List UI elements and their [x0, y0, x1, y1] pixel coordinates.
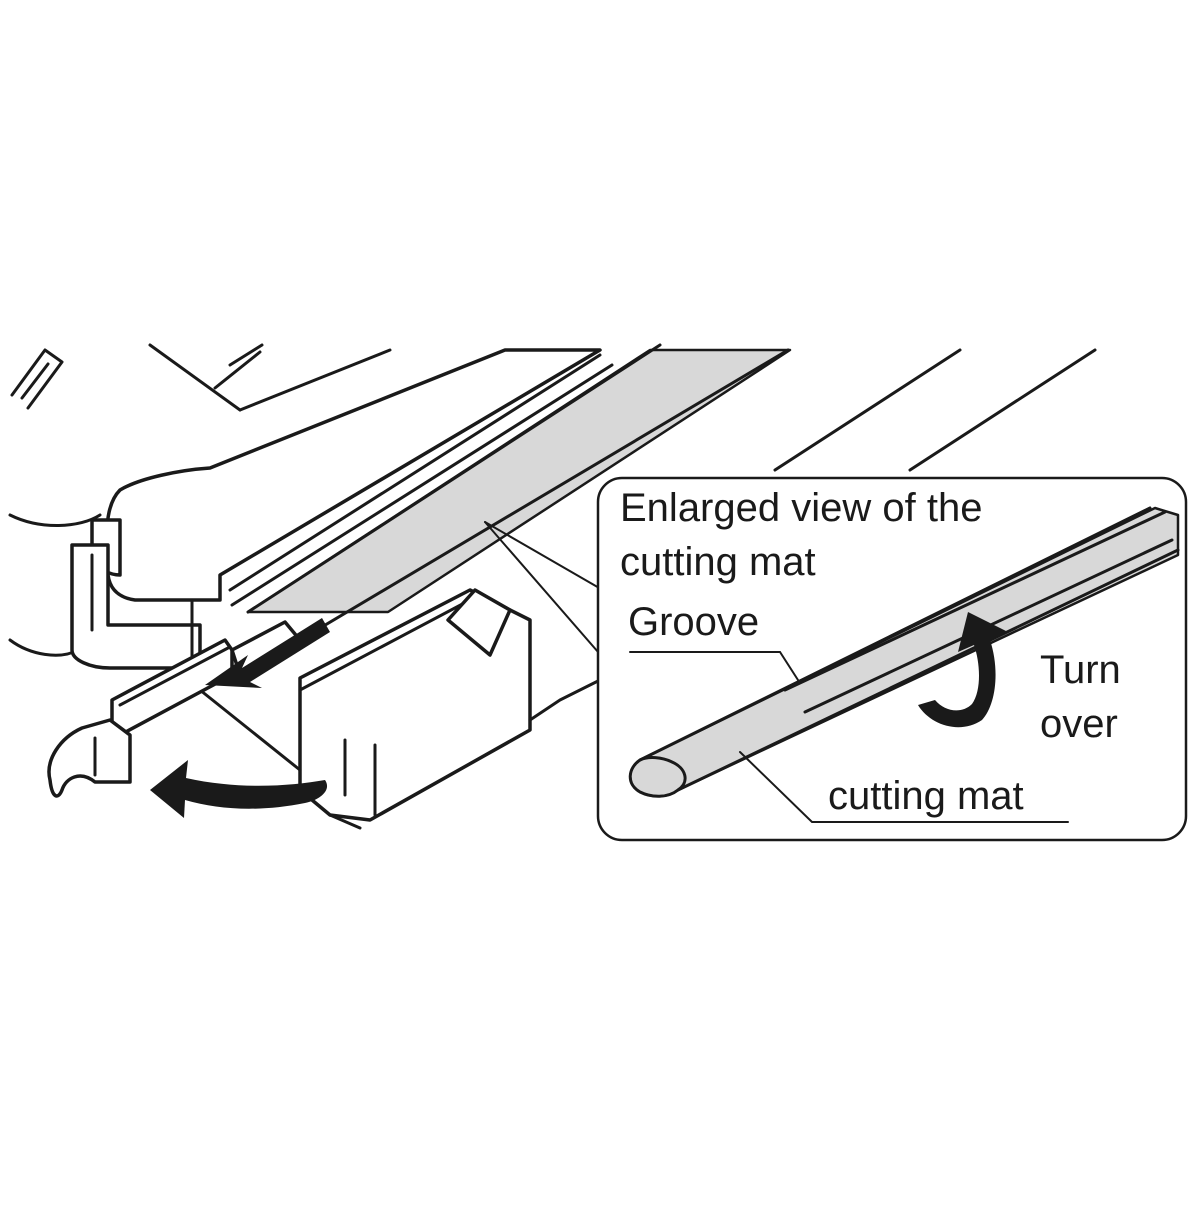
rotate-icon [918, 612, 1008, 728]
turn-over-label-line1: Turn [1040, 648, 1121, 692]
arrow-left-icon [205, 618, 330, 688]
groove-label: Groove [628, 600, 760, 644]
cutting-mat-label: cutting mat [828, 774, 1024, 818]
callout-title-line2: cutting mat [620, 540, 816, 584]
turn-over-label-line2: over [1040, 702, 1118, 746]
machine-body [8, 343, 1097, 657]
enlarged-cutting-mat [628, 506, 1180, 823]
cutter-rail [70, 343, 792, 670]
callout-title-line1: Enlarged view of the [620, 486, 983, 530]
curved-arrow-left-icon [150, 760, 328, 818]
